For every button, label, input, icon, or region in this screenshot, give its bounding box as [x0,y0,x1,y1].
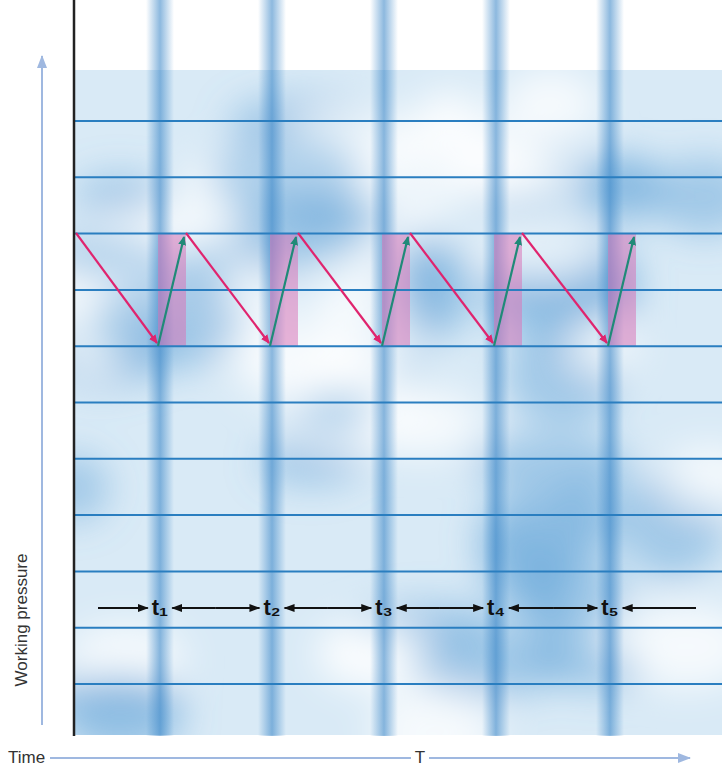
cloud-texture [502,70,599,141]
grid-line [74,120,722,122]
pressure-drop-arrow [298,233,381,343]
pressure-drop-arrow [76,233,157,343]
interval-label: t₂ [263,595,280,621]
pressure-rise-arrow [382,237,408,346]
pressure-rise-arrow [608,237,634,346]
time-band [258,0,286,736]
pressure-rise-arrow [158,237,184,346]
axis-label: Working pressure [12,550,32,691]
time-band [482,0,510,736]
interval-label: t₅ [601,595,618,621]
grid-line [74,627,722,629]
interval-arrow [98,607,148,609]
interval-arrow [172,607,216,609]
interval-arrow [328,607,371,609]
grid-line [74,176,722,178]
interval-arrow [216,607,260,609]
interval-label: t₃ [375,595,393,621]
grid-line [74,233,722,235]
interval-label: t₁ [152,595,168,621]
grid-line [74,458,722,460]
interval-arrow [440,607,483,609]
interval-label: t₄ [487,595,505,621]
cloud-texture [662,446,722,509]
interval-arrow [397,607,440,609]
grid-line [74,683,722,685]
interval-arrow [285,607,328,609]
interval-arrow [509,607,553,609]
pressure-drop-arrow [410,233,493,343]
grid-line [74,514,722,516]
interval-arrow [623,607,696,609]
pressure-rise-arrow [270,237,296,346]
time-band [596,0,624,736]
axis-label: T [411,748,429,768]
pressure-drop-arrow [186,233,269,343]
cloud-texture [74,454,109,522]
pressure-drop-arrow [522,233,607,343]
time-band [370,0,398,736]
pressure-rise-arrow [494,237,520,346]
grid-line [74,570,722,572]
time-band [146,0,174,736]
grid-line [74,345,722,347]
grid-line [74,402,722,404]
axis-label: Time [4,748,49,768]
interval-arrow [553,607,597,609]
